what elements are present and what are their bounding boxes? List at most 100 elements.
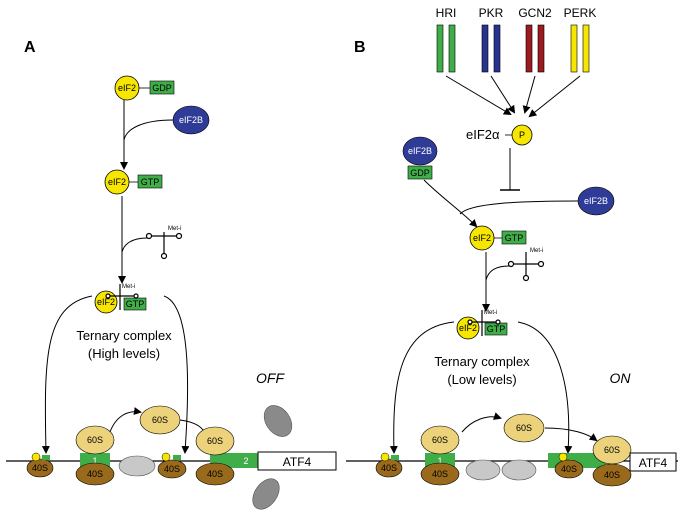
- b-arrow-left-curve: [389, 321, 455, 454]
- arrow-pkr: [490, 75, 516, 114]
- a-40s-label-uorf1: 40S: [87, 469, 103, 479]
- a-60s-label-released: 60S: [152, 415, 168, 425]
- b-arrow-60s-down: [544, 427, 598, 442]
- b-atf4-label: ATF4: [639, 456, 668, 470]
- a-uorf2-label: 2: [243, 456, 248, 466]
- kinase-pkr-label: PKR: [479, 6, 504, 20]
- b-eif2b-label-right: eIF2B: [584, 196, 608, 206]
- a-60s-label-uorf1: 60S: [87, 435, 103, 445]
- b-ternary-complex: eIF2 GTP: [456, 310, 508, 340]
- a-uorf1-label: 1: [92, 456, 97, 466]
- b-eif2-gtp-complex: eIF2 GTP: [469, 225, 527, 251]
- a-eif2-label-1: eIF2: [118, 83, 136, 93]
- a-met-i-label-1: Met-i: [168, 226, 181, 232]
- a-ternary-complex: eIF2 GTP: [94, 284, 147, 314]
- a-arrow-60s-up: [109, 407, 142, 433]
- arrow-perk: [528, 75, 581, 118]
- kinase-perk-label: PERK: [564, 6, 597, 20]
- b-gtp-label-2: GTP: [487, 324, 506, 334]
- eif2a-label: eIF2α: [466, 127, 500, 142]
- a-eif2-gdp-complex: eIF2 GDP: [114, 75, 175, 101]
- a-trna-icon: [145, 232, 183, 260]
- kinase-hri-label: HRI: [436, 6, 457, 20]
- a-grey-oval-top: [263, 405, 293, 437]
- a-40s-uorf2: [195, 462, 235, 486]
- b-trna-icon: [507, 252, 545, 282]
- a-eif2-label-2: eIF2: [108, 177, 126, 187]
- b-ternary-line1: Ternary complex: [434, 354, 530, 369]
- kinase-perk: PERK: [564, 6, 597, 73]
- b-eif2-label-1: eIF2: [473, 233, 491, 243]
- b-state-label: ON: [610, 370, 632, 386]
- b-atf4-box: [629, 452, 677, 472]
- a-state-label: OFF: [256, 370, 285, 386]
- b-40s-atf4: [592, 463, 632, 487]
- a-60s-uorf2: [195, 426, 235, 456]
- b-60s-released: [503, 413, 545, 443]
- a-grey-oval-mid: [118, 455, 156, 477]
- a-40s-scan-left: [26, 458, 54, 478]
- a-eif2b-label: eIF2B: [179, 115, 203, 125]
- kinase-pkr: PKR: [479, 6, 504, 73]
- b-met-i-label-2: Met-i: [484, 310, 497, 316]
- kinase-gcn2-label: GCN2: [518, 6, 552, 20]
- b-40s-label-scan-uorf2: 40S: [561, 464, 577, 474]
- a-ternary-line1: Ternary complex: [76, 328, 172, 343]
- a-arrow-trna-curve: [121, 237, 148, 253]
- b-40s-uorf1: [420, 462, 460, 486]
- a-eif2-label-3: eIF2: [97, 297, 115, 307]
- b-arrow-eif2b-line: [459, 200, 579, 215]
- a-met-i-label-2: Met-i: [122, 284, 135, 290]
- a-60s-uorf1: [75, 425, 115, 455]
- b-arrow-gdp-to-gtp: [423, 179, 478, 228]
- b-arrow-60s-up: [461, 412, 502, 433]
- kinase-gcn2: GCN2: [518, 6, 552, 73]
- a-eif2-gtp-complex: eIF2 GTP: [104, 169, 163, 195]
- b-eif2-label-2: eIF2: [459, 323, 477, 333]
- a-gtp-label-1: GTP: [141, 177, 160, 187]
- a-40s-uorf1: [75, 462, 115, 486]
- a-gtp-label-2: GTP: [126, 299, 145, 309]
- b-gtp-label-1: GTP: [505, 233, 524, 243]
- a-40s-label-scan-left: 40S: [32, 463, 48, 473]
- b-eif2b-oval-left: [402, 136, 438, 166]
- a-arrow-left-curve: [41, 295, 93, 454]
- b-40s-scan-uorf2: [554, 459, 584, 479]
- a-atf4-label: ATF4: [283, 455, 312, 469]
- b-60s-label-uorf1: 60S: [432, 435, 448, 445]
- arrow-gcn2: [522, 75, 536, 114]
- a-ternary-line2: (High levels): [88, 346, 160, 361]
- phospho-circle: [511, 124, 533, 146]
- panel-a-letter: A: [24, 39, 36, 56]
- b-gdp-box: [407, 165, 433, 180]
- a-40s-label-uorf2: 40S: [207, 469, 223, 479]
- b-arrow-trna-curve: [485, 265, 510, 281]
- b-met-i-label-1: Met-i: [530, 248, 543, 254]
- b-uorf1-label: 1: [437, 456, 442, 466]
- b-40s-label-atf4: 40S: [604, 470, 620, 480]
- a-arrow-right-curve: [163, 295, 190, 454]
- a-grey-oval-bottom: [252, 478, 280, 510]
- a-60s-label-uorf2: 60S: [207, 436, 223, 446]
- b-60s-label-atf4: 60S: [604, 445, 620, 455]
- a-atf4-box: [257, 451, 337, 471]
- phospho-label: P: [519, 130, 525, 140]
- b-gdp-label: GDP: [410, 168, 430, 178]
- a-40s-label-scan-mid: 40S: [164, 464, 180, 474]
- a-gdp-label: GDP: [152, 83, 172, 93]
- kinase-hri: HRI: [436, 6, 457, 73]
- b-eif2b-label-left: eIF2B: [408, 146, 432, 156]
- arrow-hri: [445, 75, 512, 116]
- b-60s-label-released: 60S: [516, 423, 532, 433]
- b-arrow-right-curve: [517, 321, 573, 454]
- b-grey-oval-1: [465, 459, 501, 481]
- b-40s-scan-left: [375, 458, 403, 478]
- b-60s-uorf1: [420, 425, 460, 455]
- b-40s-label-scan-left: 40S: [381, 463, 397, 473]
- b-grey-oval-2: [501, 459, 537, 481]
- a-arrow-eif2b-curve: [123, 119, 174, 141]
- b-40s-label-uorf1: 40S: [432, 469, 448, 479]
- a-40s-scan-mid: [157, 459, 187, 479]
